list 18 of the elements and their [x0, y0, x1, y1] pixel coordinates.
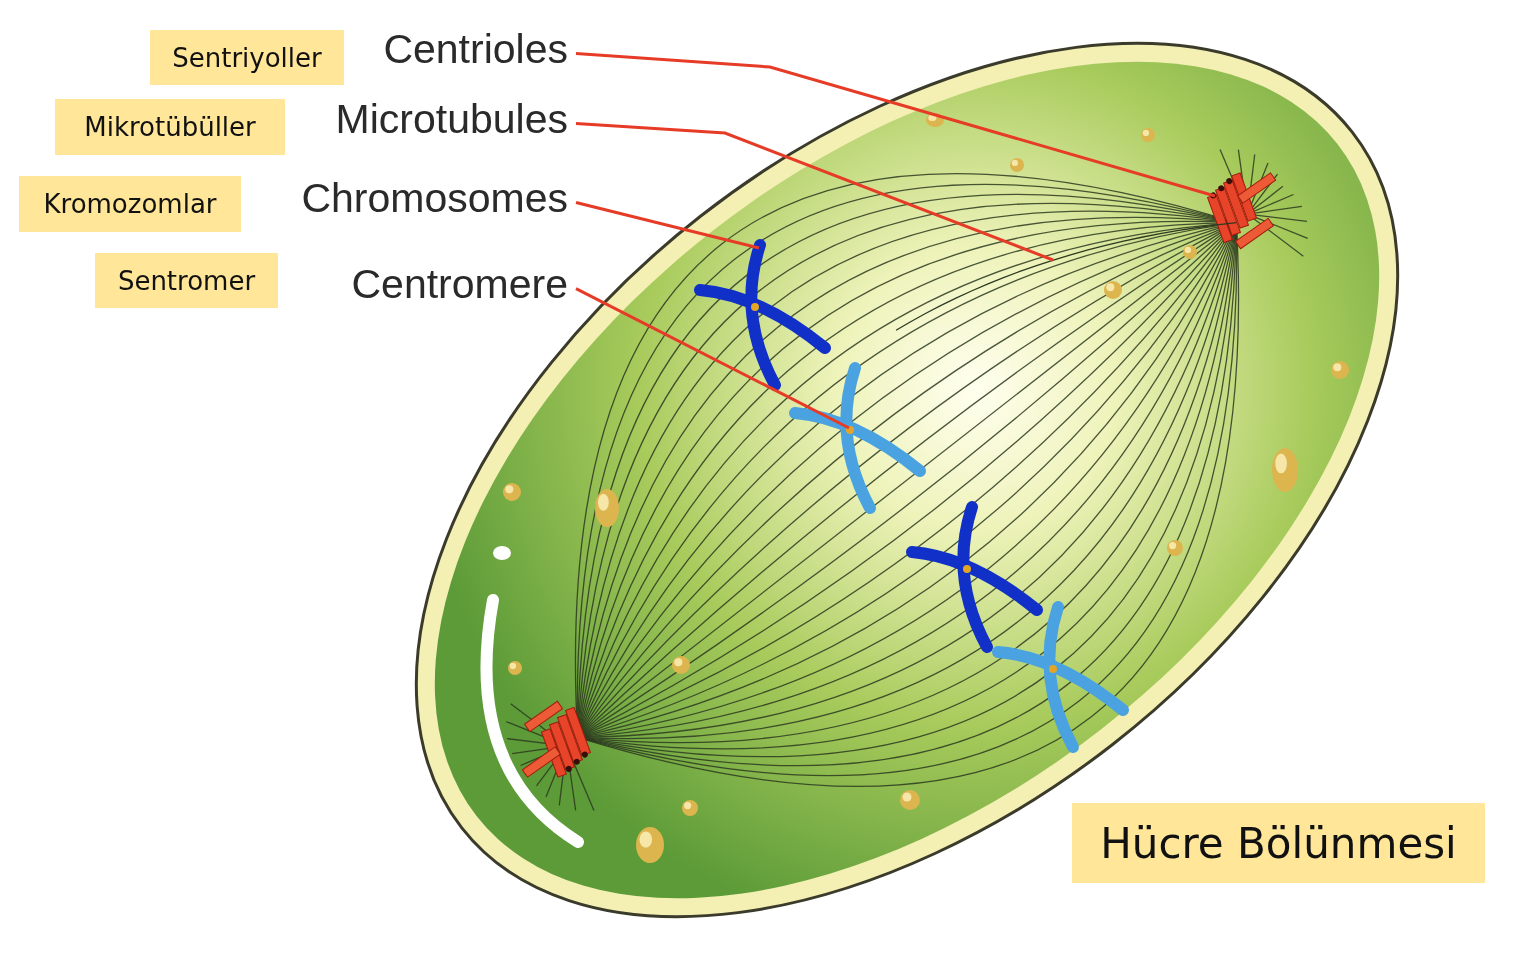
label-tag: Mikrotübüller: [55, 99, 285, 155]
chromosome: [694, 239, 831, 391]
microtubule: [895, 222, 1238, 331]
callout-label: Centrioles: [383, 27, 568, 73]
callout-label: Chromosomes: [301, 176, 568, 222]
label-tag: Sentriyoller: [150, 30, 344, 85]
leader-line: [575, 122, 1054, 262]
centriole-pair: [1207, 172, 1277, 250]
leader-line: [575, 201, 760, 250]
centriole-pair: [521, 700, 591, 778]
label-tag: Sentromer: [95, 253, 278, 308]
label-tag: Kromozomlar: [19, 176, 241, 232]
leader-line: [575, 52, 1216, 198]
chromosome: [789, 362, 926, 514]
callout-label: Centromere: [351, 262, 568, 308]
caption-tag: Hücre Bölünmesi: [1072, 803, 1485, 883]
callout-label: Microtubules: [335, 97, 568, 143]
leader-line: [575, 287, 850, 430]
